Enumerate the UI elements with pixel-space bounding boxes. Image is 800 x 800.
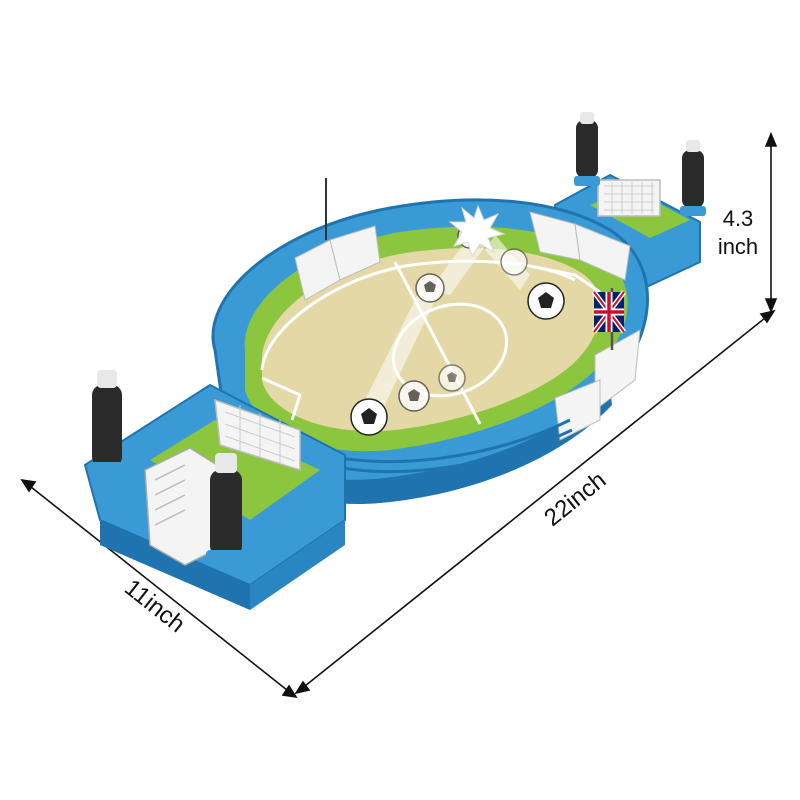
pitch-surface: [262, 248, 601, 432]
height-value-label: 4.3: [723, 206, 754, 231]
stadium-frame: [211, 198, 649, 505]
width-label: 11inch: [119, 574, 190, 638]
near-goal-box: [83, 370, 346, 610]
soccer-balls: [350, 204, 565, 436]
soccer-ball-icon: [527, 282, 565, 320]
far-right-control-handle-icon: [680, 140, 706, 216]
side-fence: [554, 329, 641, 441]
front-rail: [339, 418, 573, 474]
soccer-ball-icon: [438, 364, 466, 392]
dimension-lines: [20, 131, 778, 699]
height-dimension-line: [764, 131, 778, 314]
soccer-ball-icon: [415, 273, 445, 303]
impact-burst: [448, 204, 506, 258]
near-right-control-handle-icon: [206, 453, 246, 562]
width-dimension-line: [20, 478, 298, 699]
soccer-ball-icon: [398, 380, 430, 412]
height-unit-label: inch: [718, 234, 758, 259]
union-jack-flag-icon: [592, 288, 626, 350]
soccer-ball-icon: [350, 398, 388, 436]
soccer-ball-icon: [500, 248, 528, 276]
length-dimension-line: [294, 309, 776, 695]
near-goal-net-icon: [214, 398, 301, 472]
far-left-control-handle-icon: [574, 112, 600, 186]
near-left-control-handle-icon: [88, 370, 126, 474]
length-label: 22inch: [539, 466, 611, 531]
far-goal-net-icon: [597, 179, 661, 217]
back-fence: [294, 211, 631, 301]
